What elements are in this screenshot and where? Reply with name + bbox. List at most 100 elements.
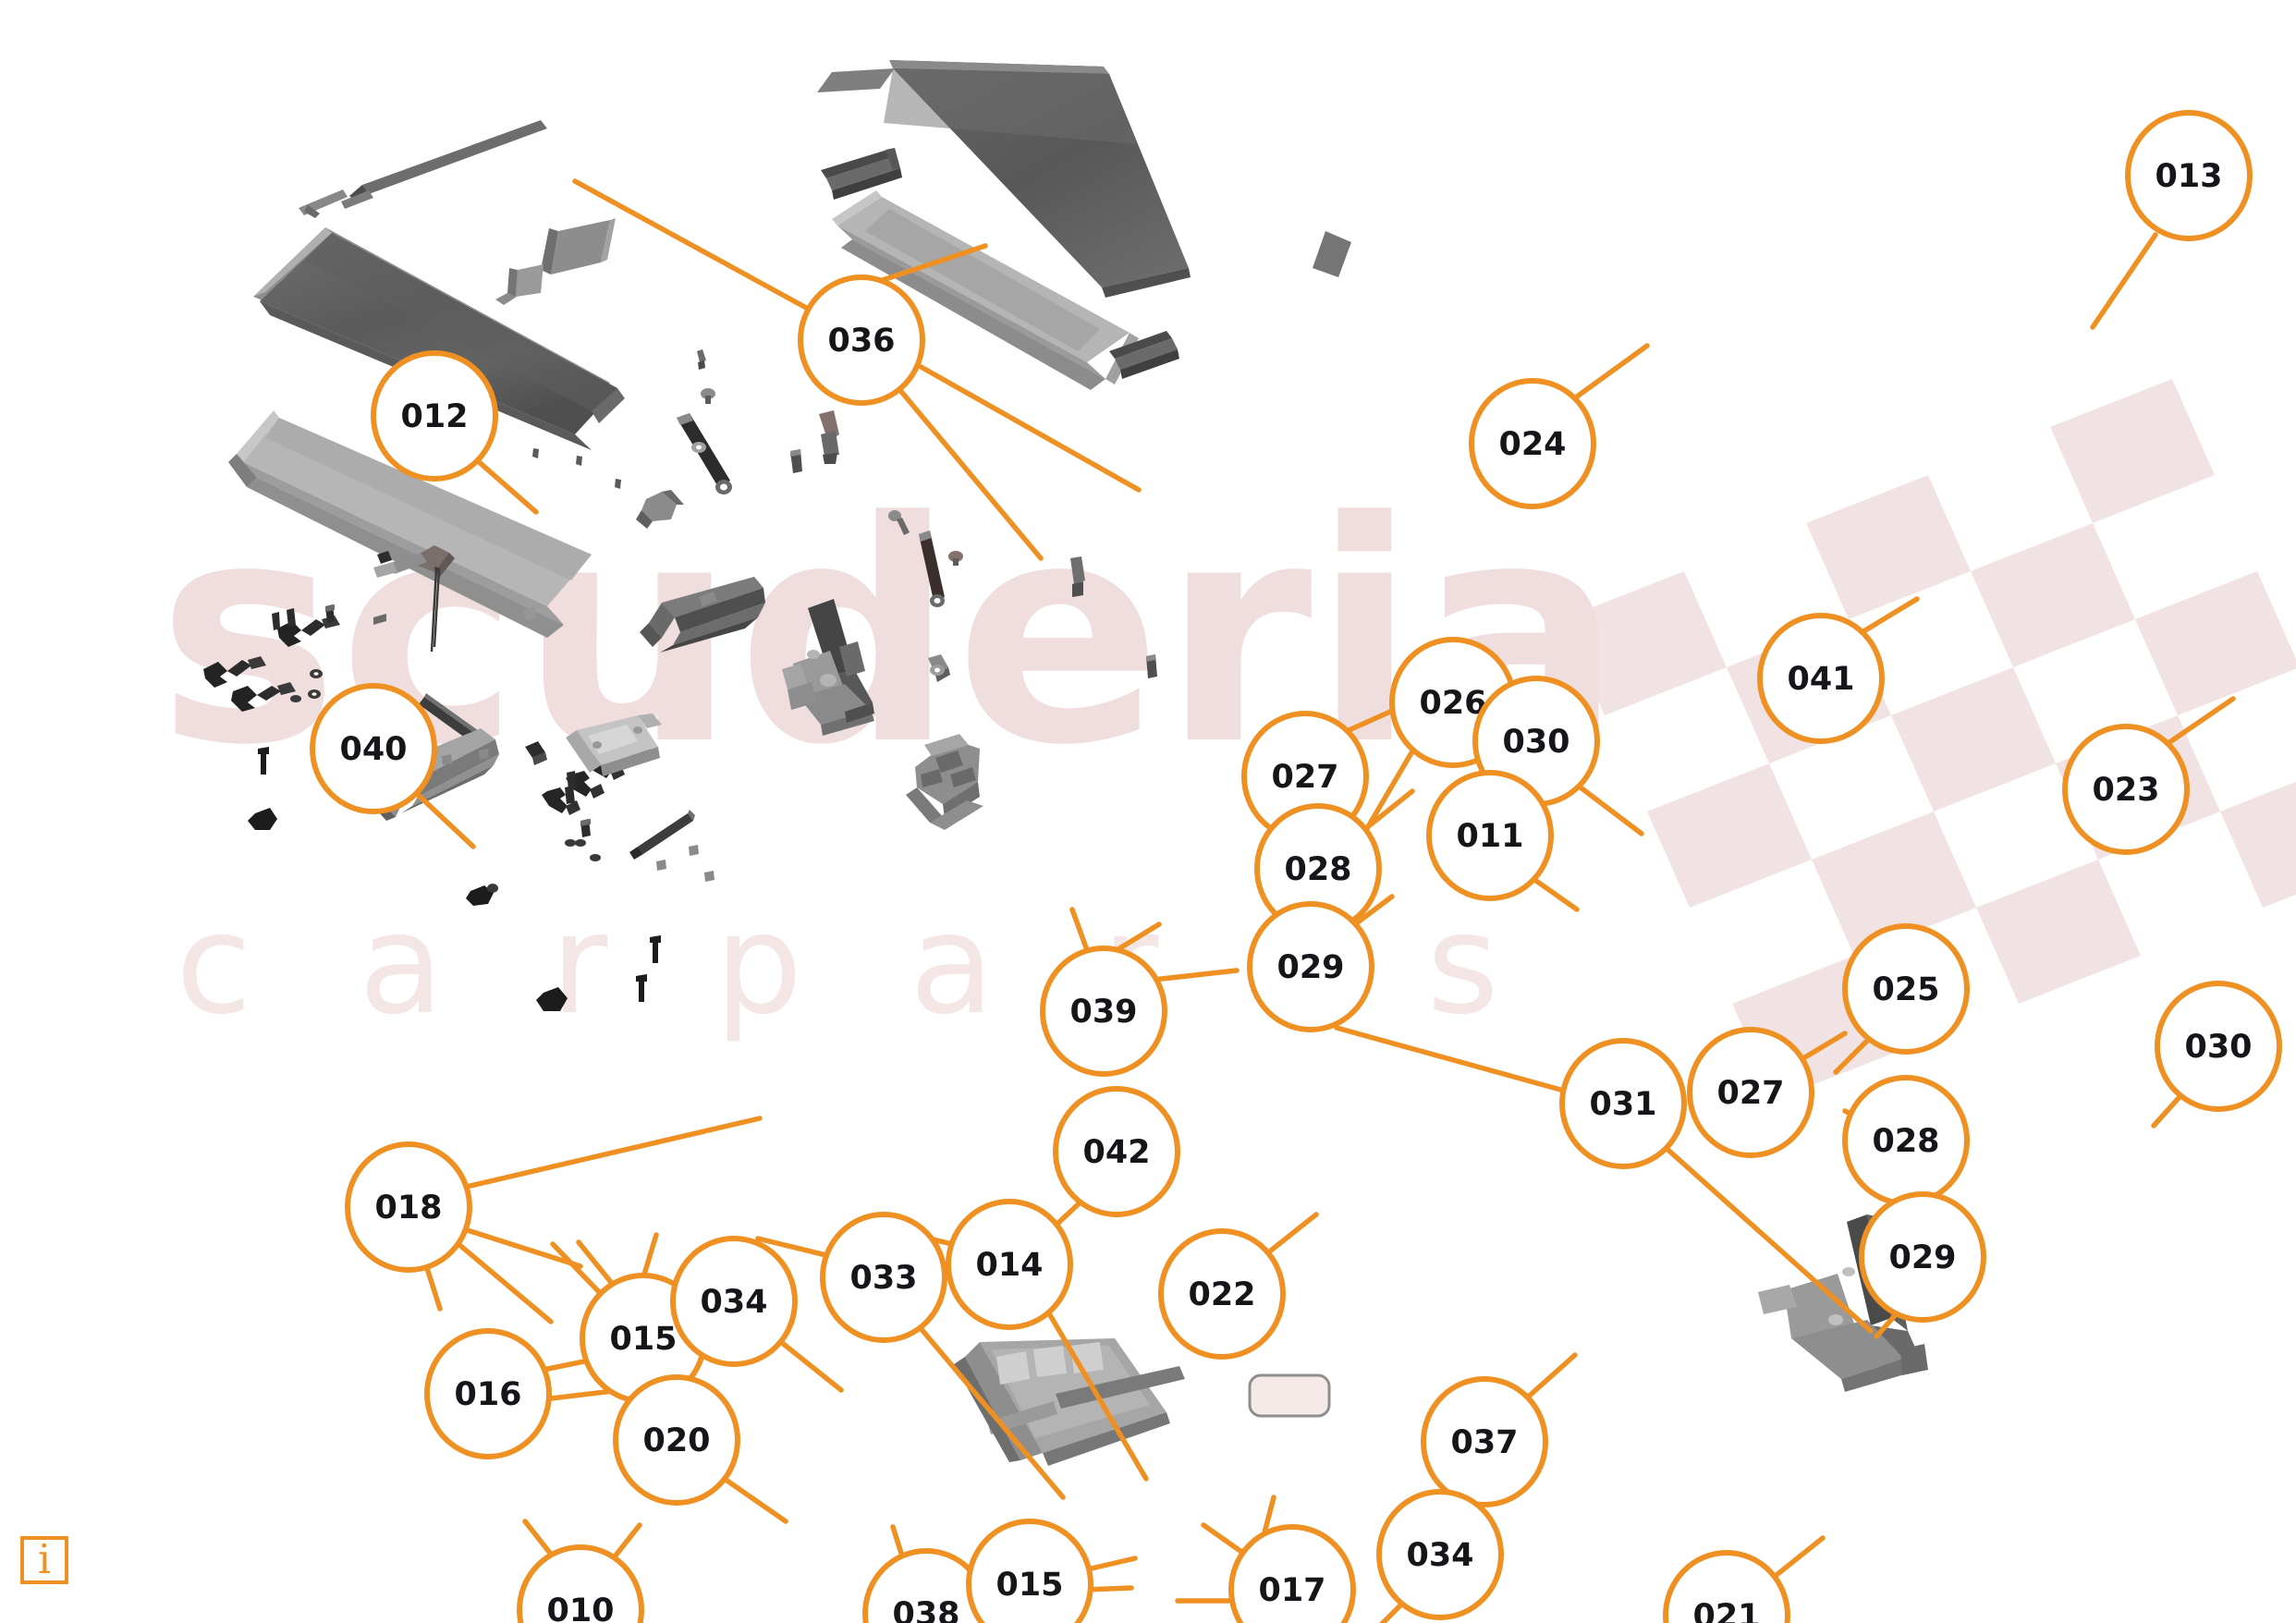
callout-038[interactable]: 038 xyxy=(862,1548,990,1623)
callout-bubble-ring[interactable] xyxy=(1421,1376,1548,1507)
callout-number: 025 xyxy=(1872,971,1939,1008)
flag-cell xyxy=(2135,571,2296,715)
callout-027[interactable]: 027 xyxy=(1687,1027,1814,1158)
callout-033[interactable]: 033 xyxy=(820,1212,947,1343)
callout-bubble-ring[interactable] xyxy=(2062,724,2190,855)
callout-bubble-ring[interactable] xyxy=(2125,110,2253,241)
callout-034[interactable]: 034 xyxy=(670,1236,798,1367)
callout-bubble-ring[interactable] xyxy=(1158,1228,1286,1360)
callout-bubble-ring[interactable] xyxy=(1426,770,1554,901)
callout-bubble-ring[interactable] xyxy=(966,1519,1093,1623)
callout-bubble-ring[interactable] xyxy=(946,1199,1073,1330)
callout-020[interactable]: 020 xyxy=(613,1374,740,1506)
callout-bubbles[interactable]: 0360120130240410230400270260300280110290… xyxy=(104,110,2296,1623)
callout-bubble-ring[interactable] xyxy=(1040,946,1167,1077)
callout-number: 013 xyxy=(2155,158,2222,195)
callout-bubble-ring[interactable] xyxy=(798,275,925,406)
callout-021[interactable]: 021 xyxy=(1663,1550,1790,1623)
callout-028[interactable]: 028 xyxy=(1254,803,1382,934)
leader-line-034 xyxy=(774,1336,844,1393)
flag-cell xyxy=(1806,475,1971,619)
leader-line-039 xyxy=(1114,921,1162,953)
part-040-headliner-panel xyxy=(228,410,592,638)
part-030a-bracket xyxy=(819,410,839,464)
leader-line-036 xyxy=(896,385,1044,561)
callout-039[interactable]: 039 xyxy=(1040,946,1167,1077)
callout-bubble-ring[interactable] xyxy=(517,1544,644,1623)
info-marker-box[interactable] xyxy=(20,1536,68,1584)
callout-029[interactable]: 029 xyxy=(1859,1191,1986,1323)
callout-bubble-ring[interactable] xyxy=(820,1212,947,1343)
callout-bubble-ring[interactable] xyxy=(1687,1027,1814,1158)
callout-bubble-ring[interactable] xyxy=(1376,1489,1504,1620)
callout-037[interactable]: 037 xyxy=(1421,1376,1548,1507)
leader-line-013 xyxy=(2090,232,2158,330)
callout-number: 012 xyxy=(400,398,468,435)
part-027b-pin xyxy=(888,510,910,535)
part-031-hinge-bracket xyxy=(636,490,684,529)
callout-031[interactable]: 031 xyxy=(1559,1038,1687,1169)
callout-bubble-ring[interactable] xyxy=(2155,981,2282,1112)
callout-number: 028 xyxy=(1284,851,1351,888)
callout-bubble-ring[interactable] xyxy=(1757,613,1885,744)
part-033-strip xyxy=(373,614,386,625)
callout-bubble-ring[interactable] xyxy=(1559,1038,1687,1169)
callout-023[interactable]: 023 xyxy=(2062,724,2190,855)
callout-bubble-ring[interactable] xyxy=(424,1328,552,1459)
flag-cell xyxy=(2220,781,2296,908)
callout-011[interactable]: 011 xyxy=(1426,770,1554,901)
callout-040[interactable]: 040 xyxy=(310,683,437,814)
callout-016[interactable]: 016 xyxy=(424,1328,552,1459)
callout-bubble-ring[interactable] xyxy=(310,683,437,814)
callout-029[interactable]: 029 xyxy=(1247,901,1374,1032)
callout-041[interactable]: 041 xyxy=(1757,613,1885,744)
leader-line-031 xyxy=(1661,1143,1874,1334)
callout-018[interactable]: 018 xyxy=(345,1141,472,1273)
callout-030[interactable]: 030 xyxy=(1472,676,1600,807)
callout-number: 039 xyxy=(1069,994,1137,1031)
callout-017[interactable]: 017 xyxy=(1228,1524,1356,1623)
part-033-clip xyxy=(525,741,547,765)
callout-number: 034 xyxy=(1406,1537,1473,1574)
callout-014[interactable]: 014 xyxy=(946,1199,1073,1330)
callout-012[interactable]: 012 xyxy=(371,350,498,482)
callout-bubble-ring[interactable] xyxy=(1469,378,1596,509)
callout-030[interactable]: 030 xyxy=(2155,981,2282,1112)
callout-number: 015 xyxy=(995,1567,1063,1604)
callout-034[interactable]: 034 xyxy=(1376,1489,1504,1620)
callout-bubble-ring[interactable] xyxy=(1663,1550,1790,1623)
callout-number: 015 xyxy=(609,1321,677,1358)
callout-024[interactable]: 024 xyxy=(1469,378,1596,509)
part-018-hinge-parts xyxy=(203,551,392,712)
callout-bubble-ring[interactable] xyxy=(613,1374,740,1506)
part-034b-rod xyxy=(629,810,695,860)
callout-025[interactable]: 025 xyxy=(1842,923,1970,1055)
info-marker[interactable]: i xyxy=(20,1536,68,1584)
callout-036[interactable]: 036 xyxy=(798,275,925,406)
callout-010[interactable]: 010 xyxy=(517,1544,644,1623)
part-029a-washer xyxy=(691,442,706,453)
callout-bubble-ring[interactable] xyxy=(1842,923,1970,1055)
part-016a-washers xyxy=(290,669,323,702)
callout-number: 020 xyxy=(642,1422,710,1459)
leader-line-024 xyxy=(1570,343,1650,402)
callout-013[interactable]: 013 xyxy=(2125,110,2253,241)
callout-number: 030 xyxy=(1502,724,1569,761)
callout-bubble-ring[interactable] xyxy=(670,1236,798,1367)
callout-bubble-ring[interactable] xyxy=(1247,901,1374,1032)
callout-bubble-ring[interactable] xyxy=(371,350,498,482)
callout-042[interactable]: 042 xyxy=(1053,1086,1180,1217)
callout-bubble-ring[interactable] xyxy=(1228,1524,1356,1623)
callout-number: 011 xyxy=(1456,818,1523,855)
callout-bubble-ring[interactable] xyxy=(1859,1191,1986,1323)
callout-015[interactable]: 015 xyxy=(966,1519,1093,1623)
leader-line-010 xyxy=(522,1519,556,1559)
part-037a-roof-mechanism xyxy=(782,599,874,736)
callout-bubble-ring[interactable] xyxy=(1053,1086,1180,1217)
callout-028[interactable]: 028 xyxy=(1842,1075,1970,1206)
callout-022[interactable]: 022 xyxy=(1158,1228,1286,1360)
leader-line-039 xyxy=(1069,907,1090,953)
callout-bubble-ring[interactable] xyxy=(345,1141,472,1273)
